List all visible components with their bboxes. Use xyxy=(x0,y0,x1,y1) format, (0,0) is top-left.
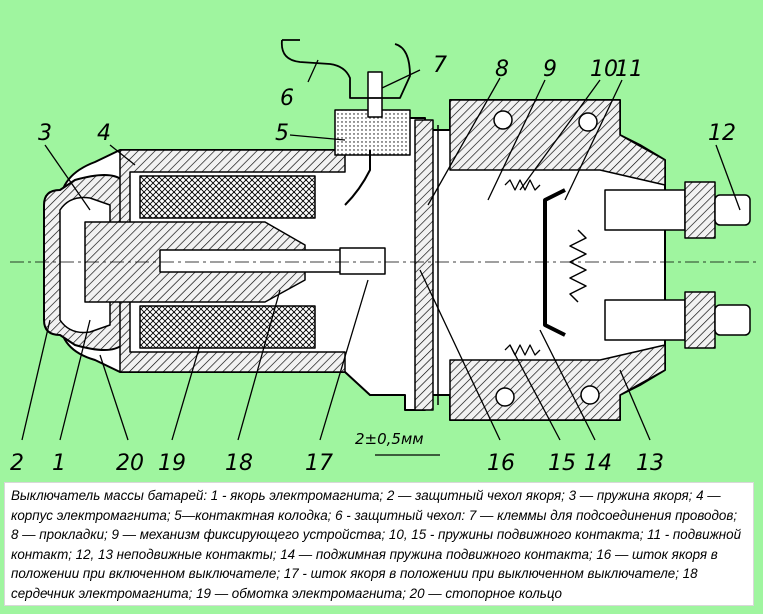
switch-cross-section-diagram: 1 2 3 4 5 6 7 8 9 10 11 12 13 14 15 16 1… xyxy=(10,39,760,476)
callout-19: 19 xyxy=(158,451,186,476)
callout-labels: 1 2 3 4 5 6 7 8 9 10 11 12 13 14 15 16 1… xyxy=(10,53,736,476)
callout-10: 10 xyxy=(590,57,618,82)
gap-dimension-label: 2±0,5мм xyxy=(355,430,424,448)
callout-20: 20 xyxy=(116,451,144,476)
callout-3: 3 xyxy=(38,121,52,146)
callout-16: 16 xyxy=(487,451,515,476)
figure-caption: Выключатель массы батарей: 1 - якорь эле… xyxy=(4,482,754,606)
callout-5: 5 xyxy=(275,121,289,146)
callout-15: 15 xyxy=(548,451,576,476)
callout-7: 7 xyxy=(433,53,447,78)
callout-6: 6 xyxy=(280,86,294,111)
callout-18: 18 xyxy=(225,451,253,476)
callout-1: 1 xyxy=(52,451,66,476)
callout-9: 9 xyxy=(543,57,557,82)
callout-13: 13 xyxy=(636,451,664,476)
callout-4: 4 xyxy=(97,121,111,146)
callout-14: 14 xyxy=(584,451,612,476)
callout-17: 17 xyxy=(305,451,333,476)
callout-11: 11 xyxy=(615,57,643,82)
callout-2: 2 xyxy=(10,451,24,476)
technical-drawing xyxy=(10,39,760,456)
callout-8: 8 xyxy=(495,57,509,82)
callout-12: 12 xyxy=(708,121,736,146)
caption-text: Выключатель массы батарей: 1 - якорь эле… xyxy=(11,488,742,601)
